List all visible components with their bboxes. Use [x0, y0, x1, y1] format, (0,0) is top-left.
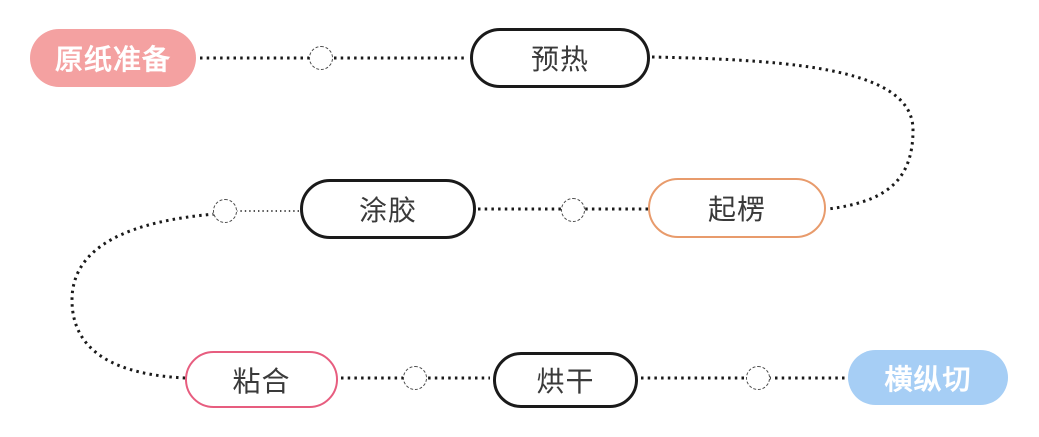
node-gluing[interactable]: 涂胶 [300, 179, 476, 239]
node-label: 横纵切 [884, 363, 972, 395]
node-bonding[interactable]: 粘合 [185, 351, 338, 408]
node-drying[interactable]: 烘干 [493, 352, 638, 408]
node-cross-slitting[interactable]: 横纵切 [848, 350, 1008, 405]
joint-circle-4 [403, 366, 427, 390]
node-label: 起楞 [707, 194, 766, 225]
joint-circle-3 [213, 199, 237, 223]
node-corrugating[interactable]: 起楞 [648, 178, 826, 238]
node-preheat[interactable]: 预热 [470, 28, 650, 88]
node-raw-paper-preparation[interactable]: 原纸准备 [30, 29, 196, 87]
node-label: 涂胶 [358, 195, 417, 226]
node-label: 粘合 [232, 365, 291, 397]
node-label: 原纸准备 [54, 44, 171, 75]
joint-circle-5 [746, 366, 770, 390]
connector-tujiao-to-zhanhe-curve [70, 212, 216, 380]
node-label: 预热 [530, 44, 589, 75]
joint-circle-2 [561, 198, 585, 222]
joint-circle-1 [309, 46, 333, 70]
node-label: 烘干 [536, 366, 595, 397]
